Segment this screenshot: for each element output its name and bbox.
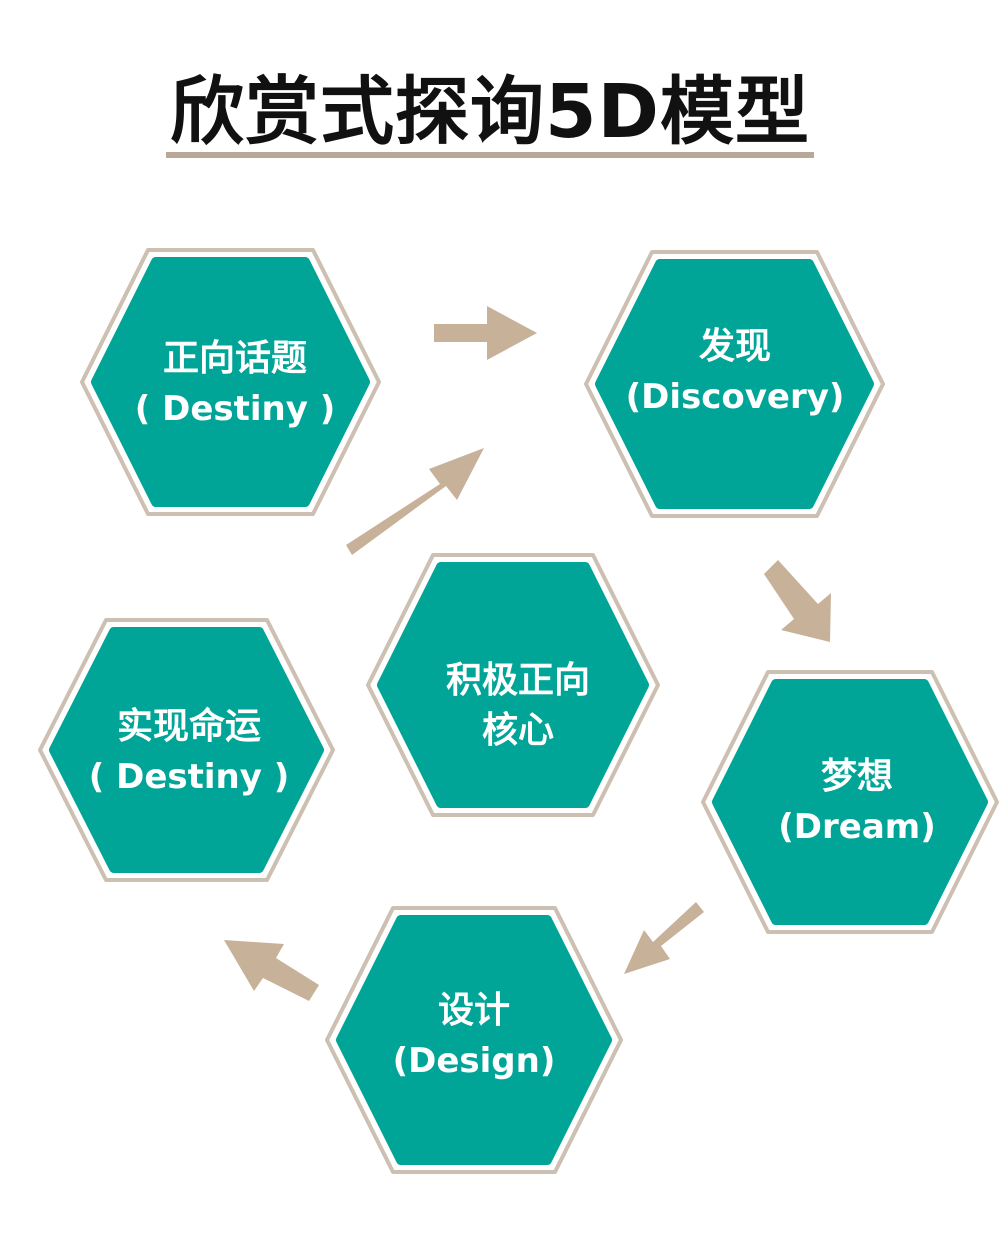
arrow-discovery-to-dream [764,560,831,642]
node-design-subtitle: (Design) [392,1041,556,1081]
hex-discovery [584,250,885,518]
node-core-label: 积极正向 核心 [398,656,638,756]
node-define-label: 正向话题 ( Destiny ) [110,334,360,434]
arrow-destiny-to-define [346,448,484,555]
node-design-title: 设计 [437,990,510,1031]
node-discovery-title: 发现 [698,326,771,367]
hex-define-fill [91,257,370,507]
hex-destiny [38,618,335,882]
arrow-dream-to-design [624,902,704,974]
node-core-line1: 积极正向 [445,660,590,701]
arrow-design-to-destiny [224,940,319,1001]
node-discovery-subtitle: (Discovery) [625,377,845,417]
node-define-subtitle: ( Destiny ) [134,389,336,429]
node-dream-title: 梦想 [820,756,893,797]
node-dream-subtitle: (Dream) [778,807,936,847]
node-core-line2: 核心 [481,710,554,751]
node-design-label: 设计 (Design) [349,986,599,1086]
hex-core [366,553,660,817]
node-destiny-title: 实现命运 [116,706,261,747]
hex-dream-fill [712,679,988,925]
node-dream-label: 梦想 (Dream) [732,752,982,852]
node-discovery-label: 发现 (Discovery) [610,322,860,422]
hex-design-fill [336,915,612,1165]
title-underline [166,152,814,158]
node-define-title: 正向话题 [162,338,307,379]
hex-discovery-fill [595,259,874,509]
hex-core-fill [377,562,649,808]
hex-destiny-fill [49,627,324,873]
hex-design [325,906,623,1174]
node-destiny-label: 实现命运 ( Destiny ) [64,702,314,802]
hex-dream [701,670,999,934]
arrow-define-to-discovery [434,306,537,360]
hex-define [80,248,381,516]
node-destiny-subtitle: ( Destiny ) [88,757,290,797]
page-title: 欣赏式探询5D模型 [170,69,810,155]
